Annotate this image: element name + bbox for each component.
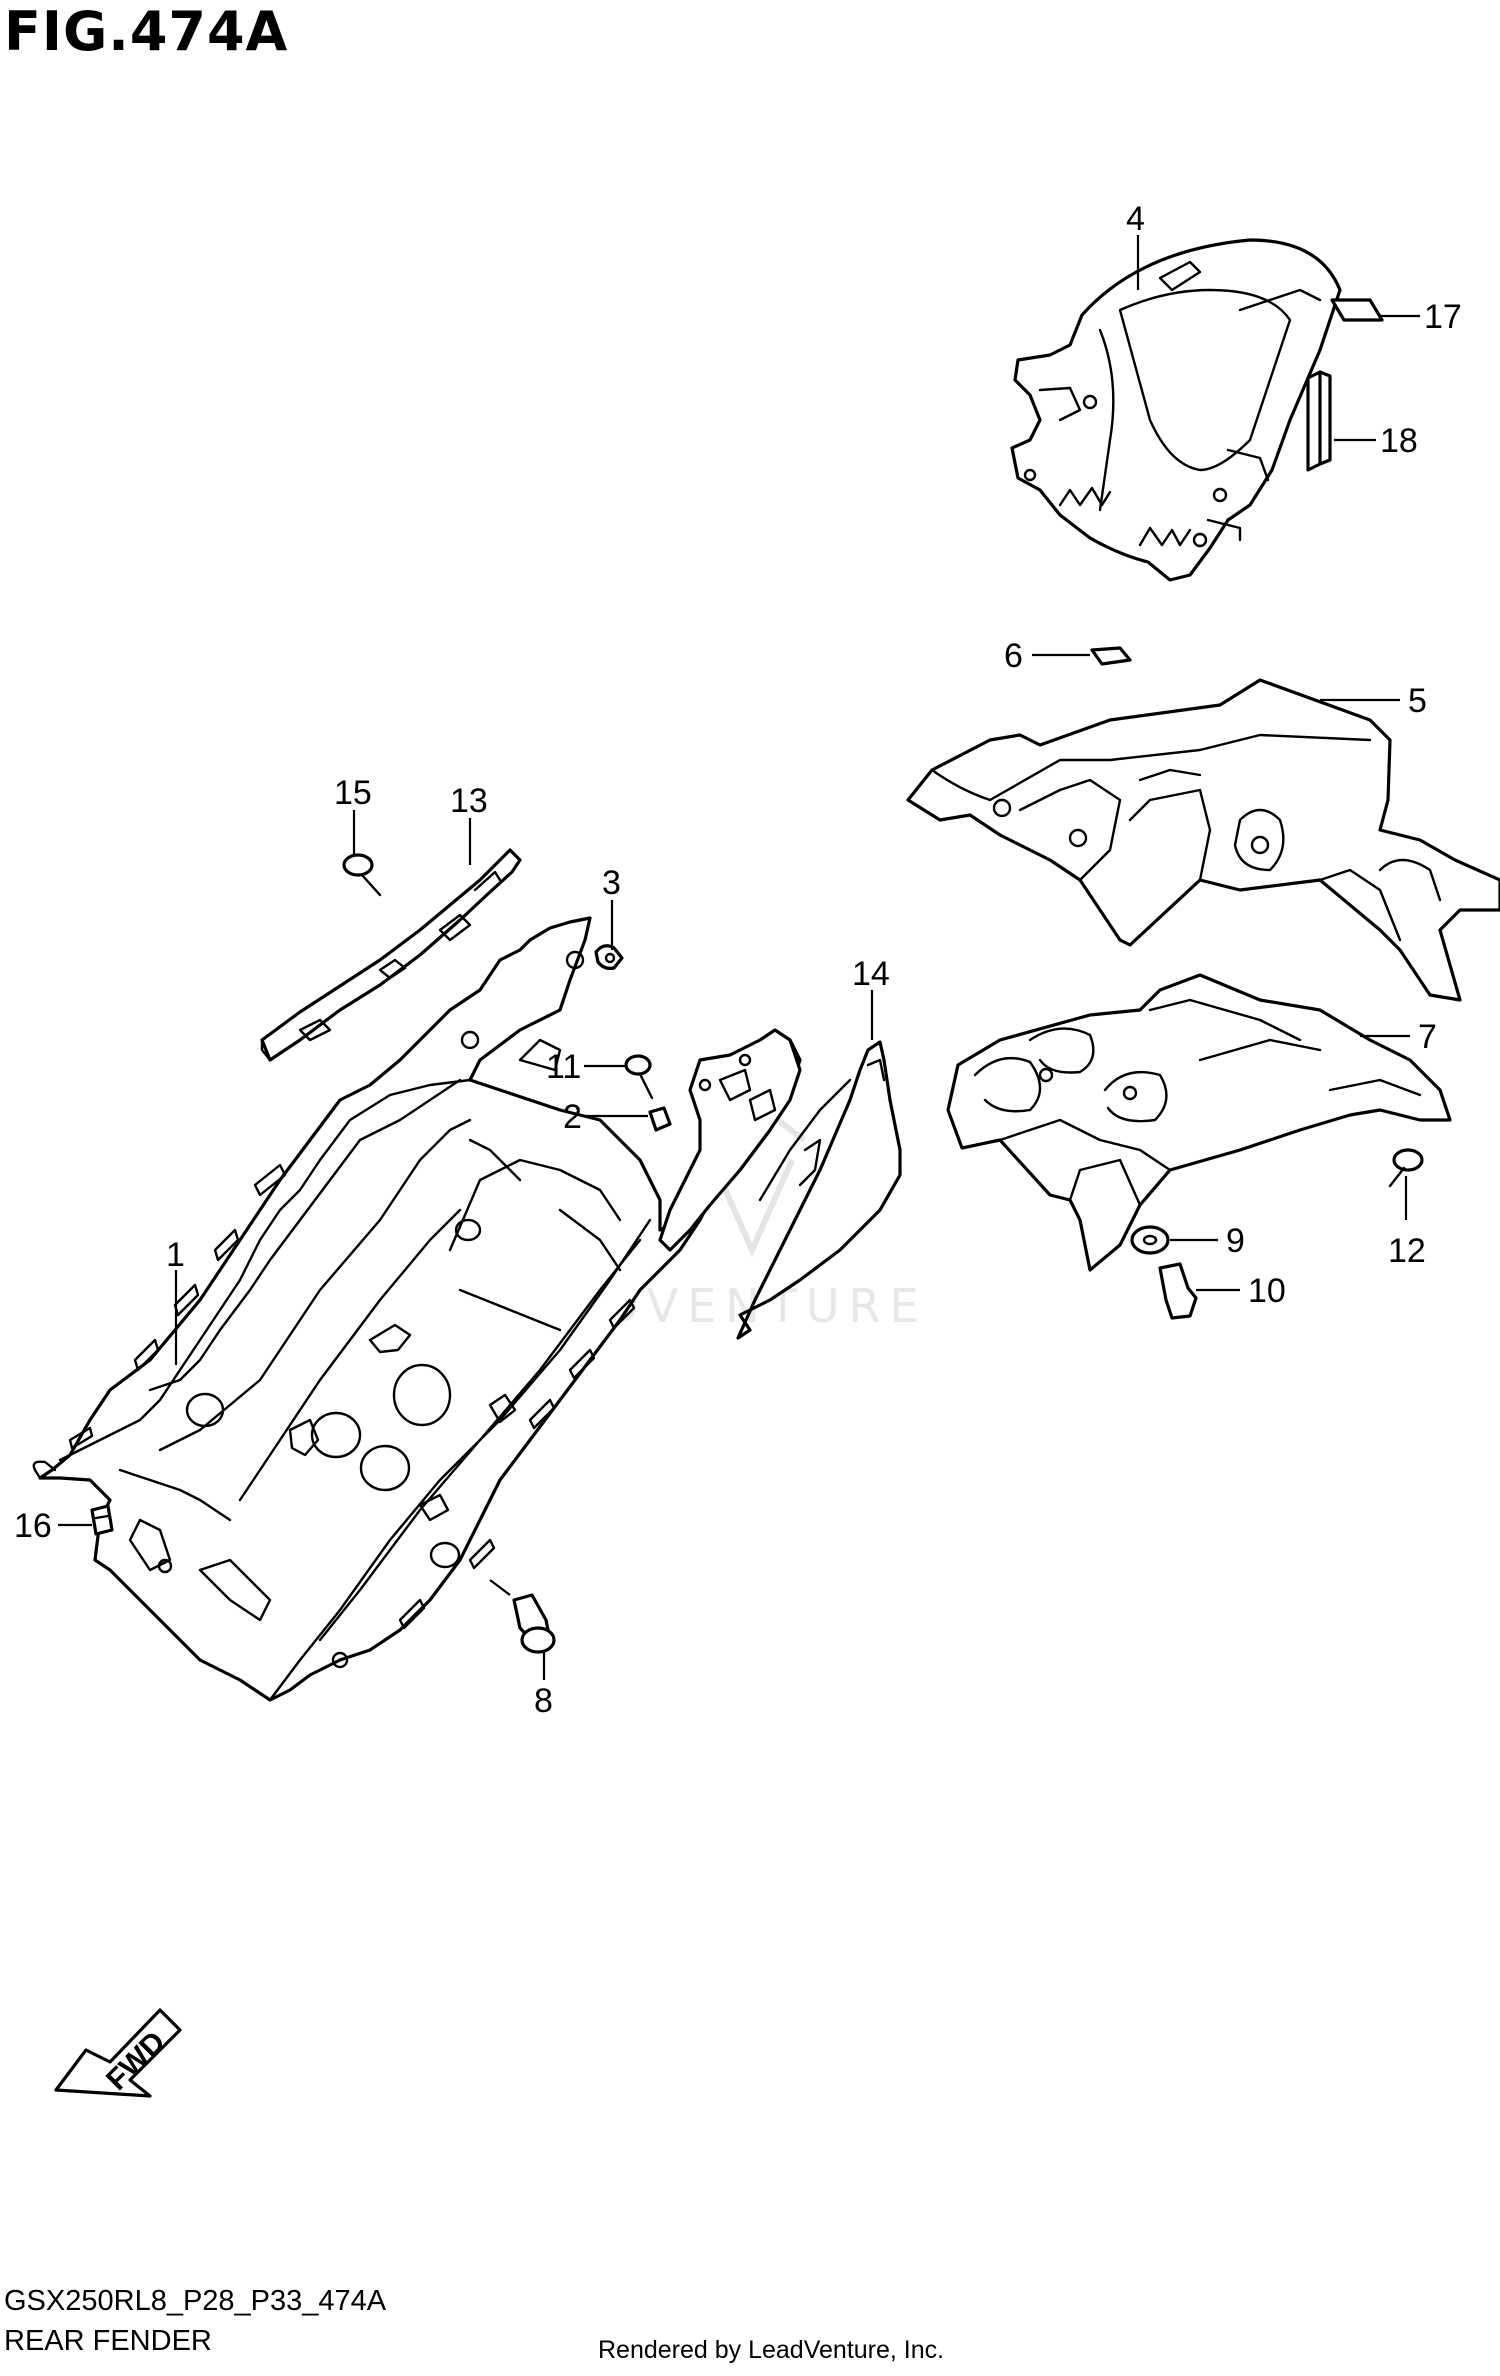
callout-10[interactable]: 10 bbox=[1248, 1272, 1286, 1310]
part-9-washer[interactable] bbox=[1130, 1225, 1170, 1255]
part-3-nut[interactable] bbox=[594, 944, 624, 970]
part-18-pad[interactable] bbox=[1306, 370, 1332, 472]
fwd-arrow: FWD bbox=[54, 2008, 182, 2098]
callout-17[interactable]: 17 bbox=[1424, 298, 1462, 336]
part-6-cushion[interactable] bbox=[1090, 646, 1132, 666]
callout-5[interactable]: 5 bbox=[1408, 682, 1427, 720]
rear-bracket[interactable] bbox=[658, 1028, 802, 1252]
callout-3[interactable]: 3 bbox=[602, 864, 621, 902]
part-17-label-plate[interactable] bbox=[1330, 298, 1384, 322]
callout-4[interactable]: 4 bbox=[1126, 200, 1145, 238]
callout-18[interactable]: 18 bbox=[1380, 422, 1418, 460]
callout-2[interactable]: 2 bbox=[563, 1098, 582, 1136]
callouts: 4 17 18 6 5 7 12 9 10 14 3 11 2 15 13 1 … bbox=[14, 200, 1462, 1720]
part-2-clip[interactable] bbox=[648, 1106, 672, 1132]
callout-12[interactable]: 12 bbox=[1388, 1232, 1426, 1270]
callout-9[interactable]: 9 bbox=[1226, 1222, 1245, 1260]
callout-6[interactable]: 6 bbox=[1004, 637, 1023, 675]
figure-code: GSX250RL8_P28_P33_474A bbox=[4, 2285, 387, 2317]
callout-8[interactable]: 8 bbox=[534, 1682, 553, 1720]
part-11-screw[interactable] bbox=[624, 1054, 654, 1100]
part-16-clip[interactable] bbox=[90, 1504, 114, 1536]
callout-11[interactable]: 11 bbox=[546, 1048, 581, 1086]
part-10-bolt[interactable] bbox=[1158, 1262, 1198, 1320]
leader-lines bbox=[58, 235, 1420, 1680]
callout-1[interactable]: 1 bbox=[166, 1236, 185, 1274]
part-4-tail-cowl[interactable] bbox=[1010, 238, 1342, 582]
figure-title: FIG.474A bbox=[4, 0, 289, 63]
callout-14[interactable]: 14 bbox=[852, 955, 890, 993]
part-1-rear-fender-main[interactable] bbox=[32, 916, 802, 1702]
callout-15[interactable]: 15 bbox=[334, 774, 372, 812]
figure-subtitle: REAR FENDER bbox=[4, 2325, 212, 2357]
part-15-screw[interactable] bbox=[342, 853, 382, 897]
part-12-screw[interactable] bbox=[1388, 1148, 1424, 1188]
part-5-rear-fender-upper[interactable] bbox=[906, 678, 1500, 1002]
render-credit: Rendered by LeadVenture, Inc. bbox=[598, 2336, 945, 2364]
part-8-bolt[interactable] bbox=[512, 1593, 556, 1654]
callout-13[interactable]: 13 bbox=[450, 782, 488, 820]
part-7-rear-fender-lower[interactable] bbox=[946, 973, 1452, 1272]
part-13-bracket[interactable] bbox=[260, 848, 522, 1062]
callout-16[interactable]: 16 bbox=[14, 1507, 52, 1545]
callout-7[interactable]: 7 bbox=[1418, 1018, 1437, 1056]
part-14-side-cover[interactable] bbox=[736, 1040, 902, 1340]
